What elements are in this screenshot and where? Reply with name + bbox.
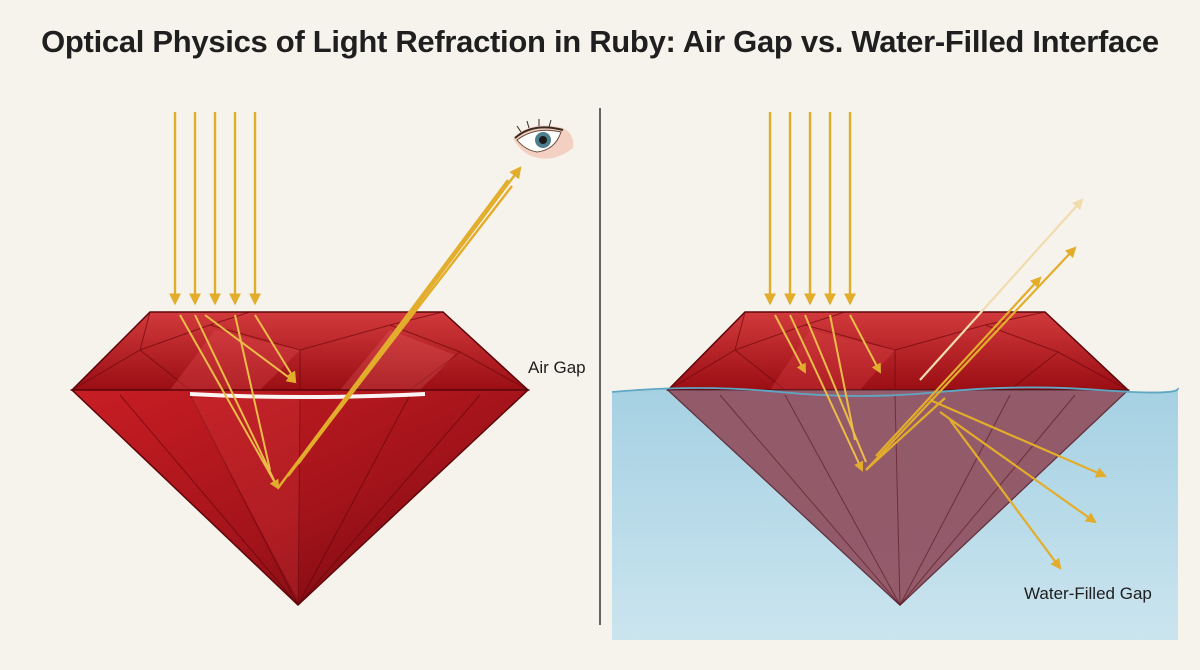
right-panel-water-gap: [612, 112, 1178, 640]
incident-rays-right: [770, 112, 850, 303]
left-panel-air-gap: [72, 112, 573, 605]
incident-rays: [175, 112, 255, 303]
eye-icon: [513, 119, 573, 159]
air-gap-label: Air Gap: [528, 358, 586, 378]
water-filled-gap-label: Water-Filled Gap: [1024, 584, 1152, 604]
